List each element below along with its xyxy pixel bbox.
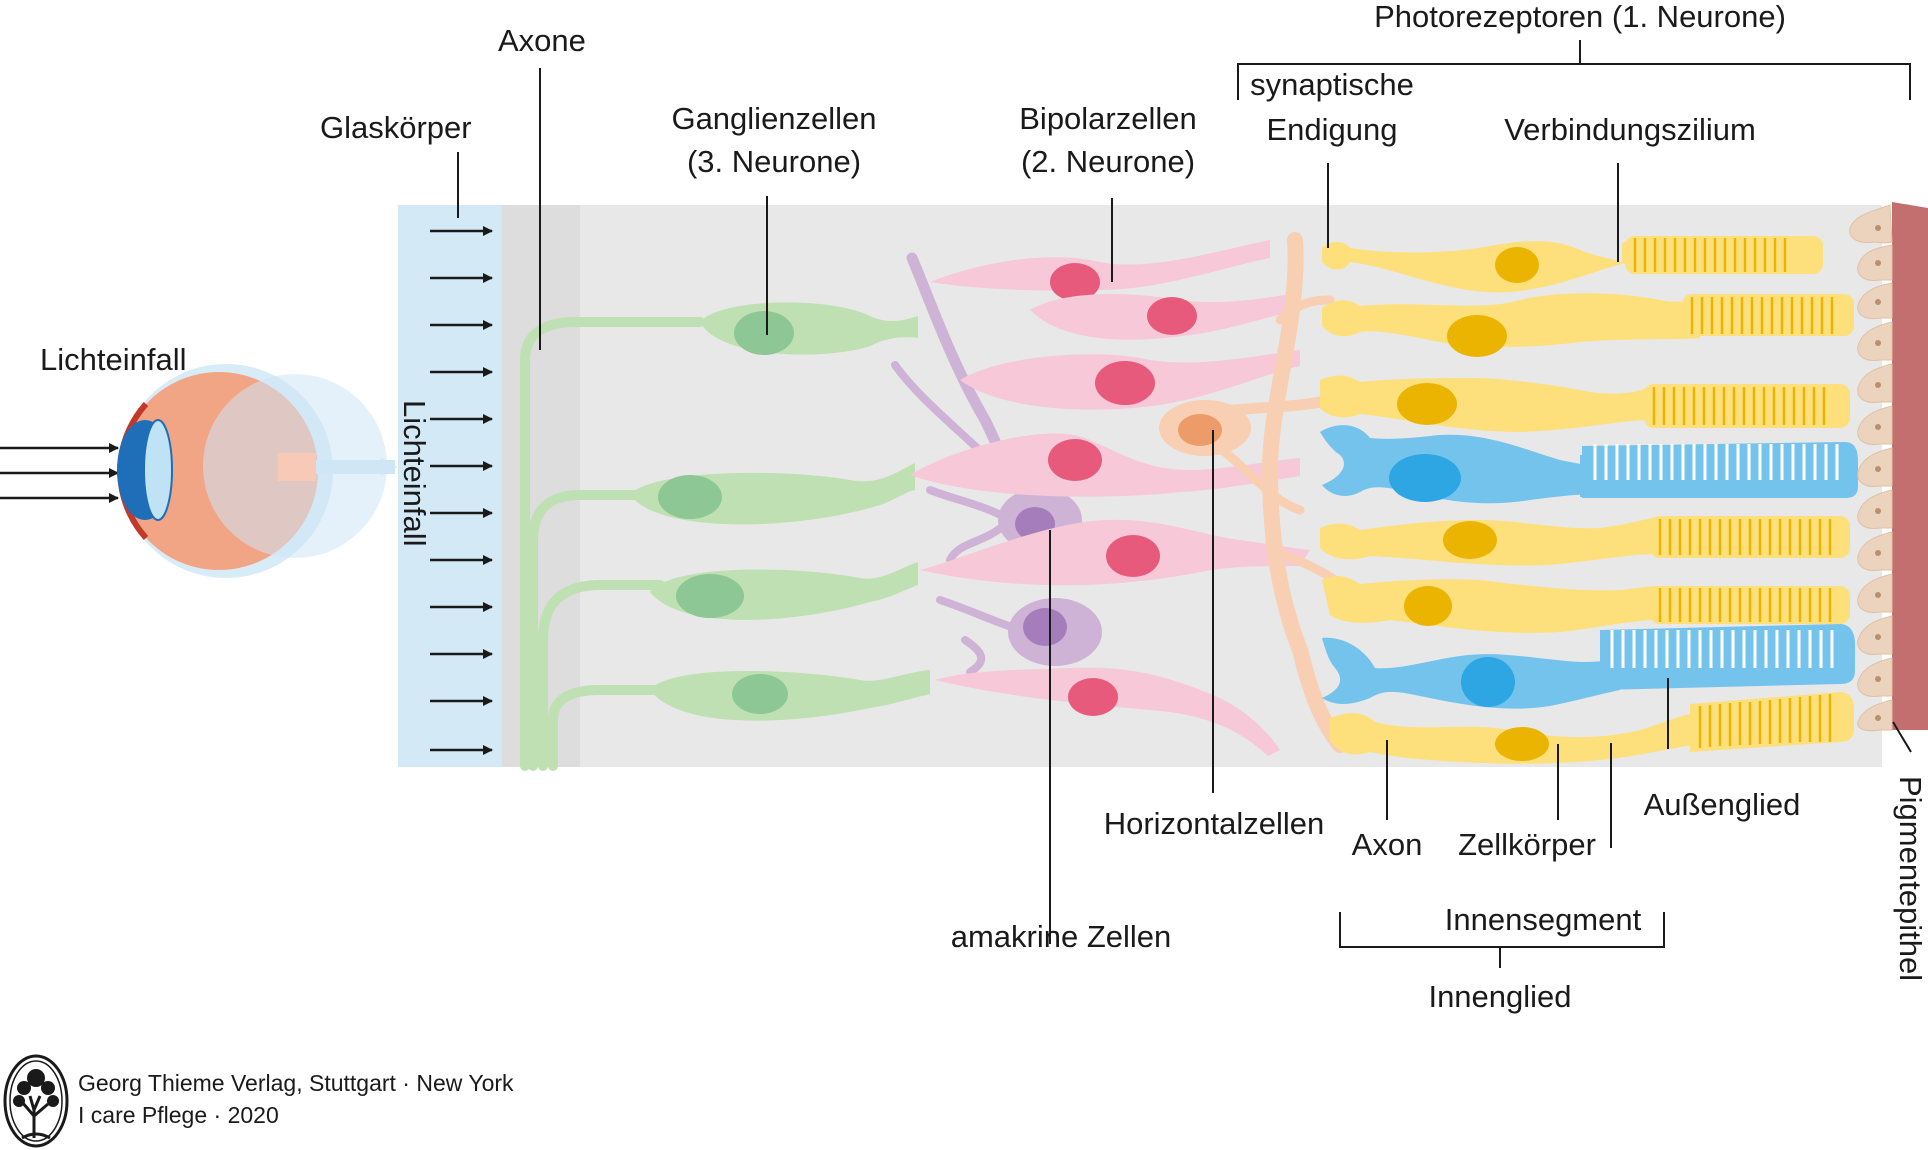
rod-cell [1322, 576, 1850, 633]
pigment-epithelium [1849, 202, 1928, 732]
credit-edition: I care Pflege · 2020 [78, 1102, 279, 1128]
credit-publisher: Georg Thieme Verlag, Stuttgart · New Yor… [78, 1070, 514, 1096]
rod-cell [1322, 236, 1823, 293]
light-arrows [430, 226, 493, 755]
bipolar-cell [960, 350, 1300, 410]
label-ganglienzellen-sub: (3. Neurone) [687, 144, 861, 179]
amacrine-cell [1008, 598, 1102, 666]
bipolar-cell [1030, 292, 1300, 340]
label-bipolarzellen: Bipolarzellen [1019, 101, 1197, 136]
label-photorezeptoren: Photorezeptoren (1. Neurone) [1374, 0, 1786, 34]
bipolar-cell [930, 240, 1270, 301]
ganglion-cell [650, 670, 930, 721]
label-axon: Axon [1352, 827, 1423, 862]
label-horizontalzellen: Horizontalzellen [1104, 806, 1325, 841]
label-pigmentepithel: Pigmentepithel [1893, 776, 1928, 981]
label-aussenglied: Außenglied [1644, 787, 1801, 822]
horizontal-cell [1159, 232, 1348, 753]
label-endigung: Endigung [1266, 112, 1397, 147]
label-innensegment: Innensegment [1445, 902, 1642, 937]
label-glaskoerper: Glaskörper [320, 110, 472, 145]
label-synaptische: synaptische [1250, 67, 1414, 102]
label-ganglienzellen: Ganglienzellen [671, 101, 876, 136]
label-lichteinfall-vertical: Lichteinfall [397, 400, 432, 546]
bipolar-cell [935, 667, 1280, 756]
ganglion-axons [520, 317, 705, 771]
rod-cell [1320, 375, 1850, 432]
cone-cell [1320, 425, 1858, 504]
label-amakrine-zellen: amakrine Zellen [951, 919, 1172, 954]
rod-cell [1320, 516, 1850, 566]
ganglion-cell [630, 463, 915, 525]
label-bipolarzellen-sub: (2. Neurone) [1021, 144, 1195, 179]
cone-cell [1322, 624, 1855, 709]
label-lichteinfall: Lichteinfall [40, 342, 186, 377]
ganglion-cells [630, 302, 930, 721]
leader-lines [457, 40, 1912, 968]
photoreceptors [1320, 236, 1858, 764]
vitreous-body [398, 205, 502, 767]
tree-logo-icon [3, 1054, 69, 1148]
label-axone: Axone [498, 23, 586, 58]
label-innenglied: Innenglied [1428, 979, 1571, 1014]
rod-cell [1322, 293, 1854, 357]
ganglion-cell [700, 302, 918, 355]
ganglion-cell [650, 562, 918, 620]
label-zellkoerper: Zellkörper [1458, 827, 1596, 862]
eye-icon [0, 364, 397, 578]
bipolar-cell [910, 433, 1300, 497]
label-verbindungszilium: Verbindungszilium [1504, 112, 1756, 147]
rod-cell [1330, 692, 1854, 764]
